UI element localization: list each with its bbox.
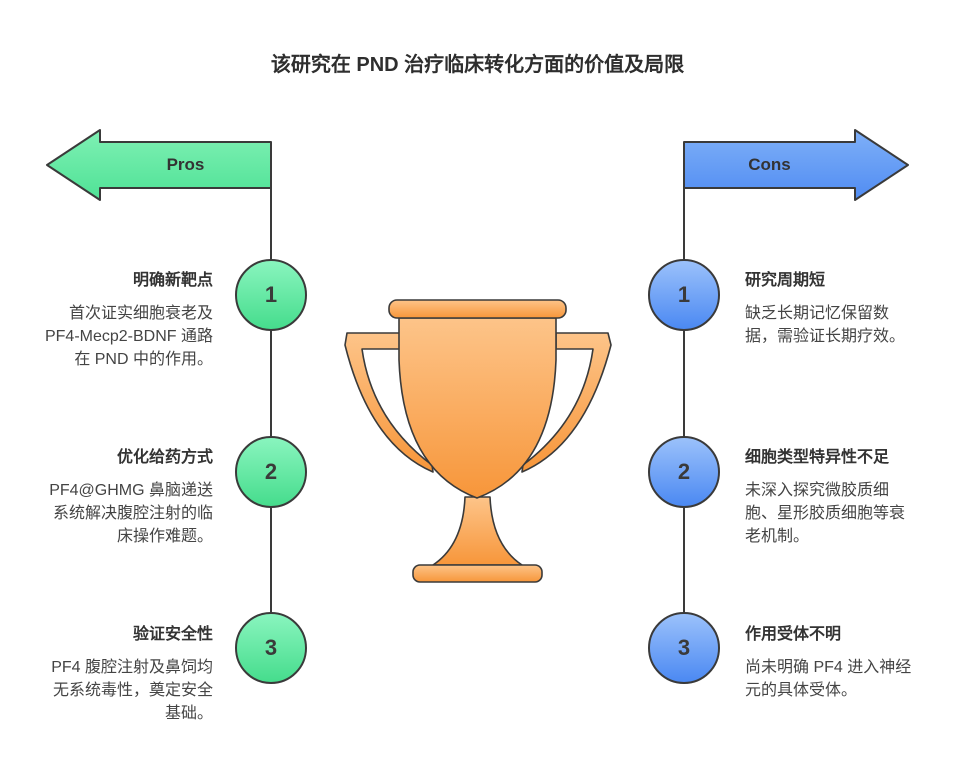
cons-number-3: 3 [677, 635, 691, 660]
cons-circle-2 [648, 436, 720, 508]
pros-item-text: PF4 腹腔注射及鼻饲均无系统毒性，奠定安全基础。 [51, 659, 213, 722]
cons-item-title: 细胞类型特异性不足 [745, 449, 890, 466]
cons-label: Cons [748, 155, 791, 174]
pros-item-1: 明确新靶点 首次证实细胞衰老及 PF4-Mecp2-BDNF 通路在 PND 中… [38, 270, 213, 371]
pros-item-text: 首次证实细胞衰老及 PF4-Mecp2-BDNF 通路在 PND 中的作用。 [44, 305, 213, 368]
pros-item-title: 优化给药方式 [116, 449, 213, 466]
cons-circle-3 [648, 612, 720, 684]
pros-item-title: 验证安全性 [132, 626, 213, 643]
cons-item-1: 研究周期短 缺乏长期记忆保留数据，需验证长期疗效。 [745, 270, 920, 348]
pros-number-2: 2 [264, 459, 278, 484]
pros-number-3: 3 [264, 635, 278, 660]
pros-item-2: 优化给药方式 PF4@GHMG 鼻脑递送系统解决腹腔注射的临床操作难题。 [38, 447, 213, 548]
cons-arrow [683, 129, 909, 201]
pros-arrow [46, 129, 272, 201]
cons-number-2: 2 [677, 459, 691, 484]
pros-circle-1 [235, 259, 307, 331]
cons-item-title: 研究周期短 [745, 272, 826, 289]
pros-number-1: 1 [264, 282, 278, 307]
cons-item-title: 作用受体不明 [745, 626, 842, 643]
pros-label: Pros [166, 155, 205, 174]
pros-item-title: 明确新靶点 [132, 272, 213, 289]
cons-item-text: 尚未明确 PF4 进入神经元的具体受体。 [745, 659, 912, 699]
cons-item-3: 作用受体不明 尚未明确 PF4 进入神经元的具体受体。 [745, 624, 920, 702]
trophy-icon [344, 299, 612, 583]
page-title: 该研究在 PND 治疗临床转化方面的价值及局限 [270, 54, 685, 76]
pros-item-text: PF4@GHMG 鼻脑递送系统解决腹腔注射的临床操作难题。 [49, 482, 213, 545]
cons-item-text: 缺乏长期记忆保留数据，需验证长期疗效。 [745, 305, 906, 345]
cons-number-1: 1 [677, 282, 691, 307]
cons-circle-1 [648, 259, 720, 331]
pros-item-3: 验证安全性 PF4 腹腔注射及鼻饲均无系统毒性，奠定安全基础。 [38, 624, 213, 725]
pros-circle-3 [235, 612, 307, 684]
cons-item-text: 未深入探究微胶质细胞、星形胶质细胞等衰老机制。 [745, 482, 906, 545]
cons-item-2: 细胞类型特异性不足 未深入探究微胶质细胞、星形胶质细胞等衰老机制。 [745, 447, 920, 548]
pros-circle-2 [235, 436, 307, 508]
